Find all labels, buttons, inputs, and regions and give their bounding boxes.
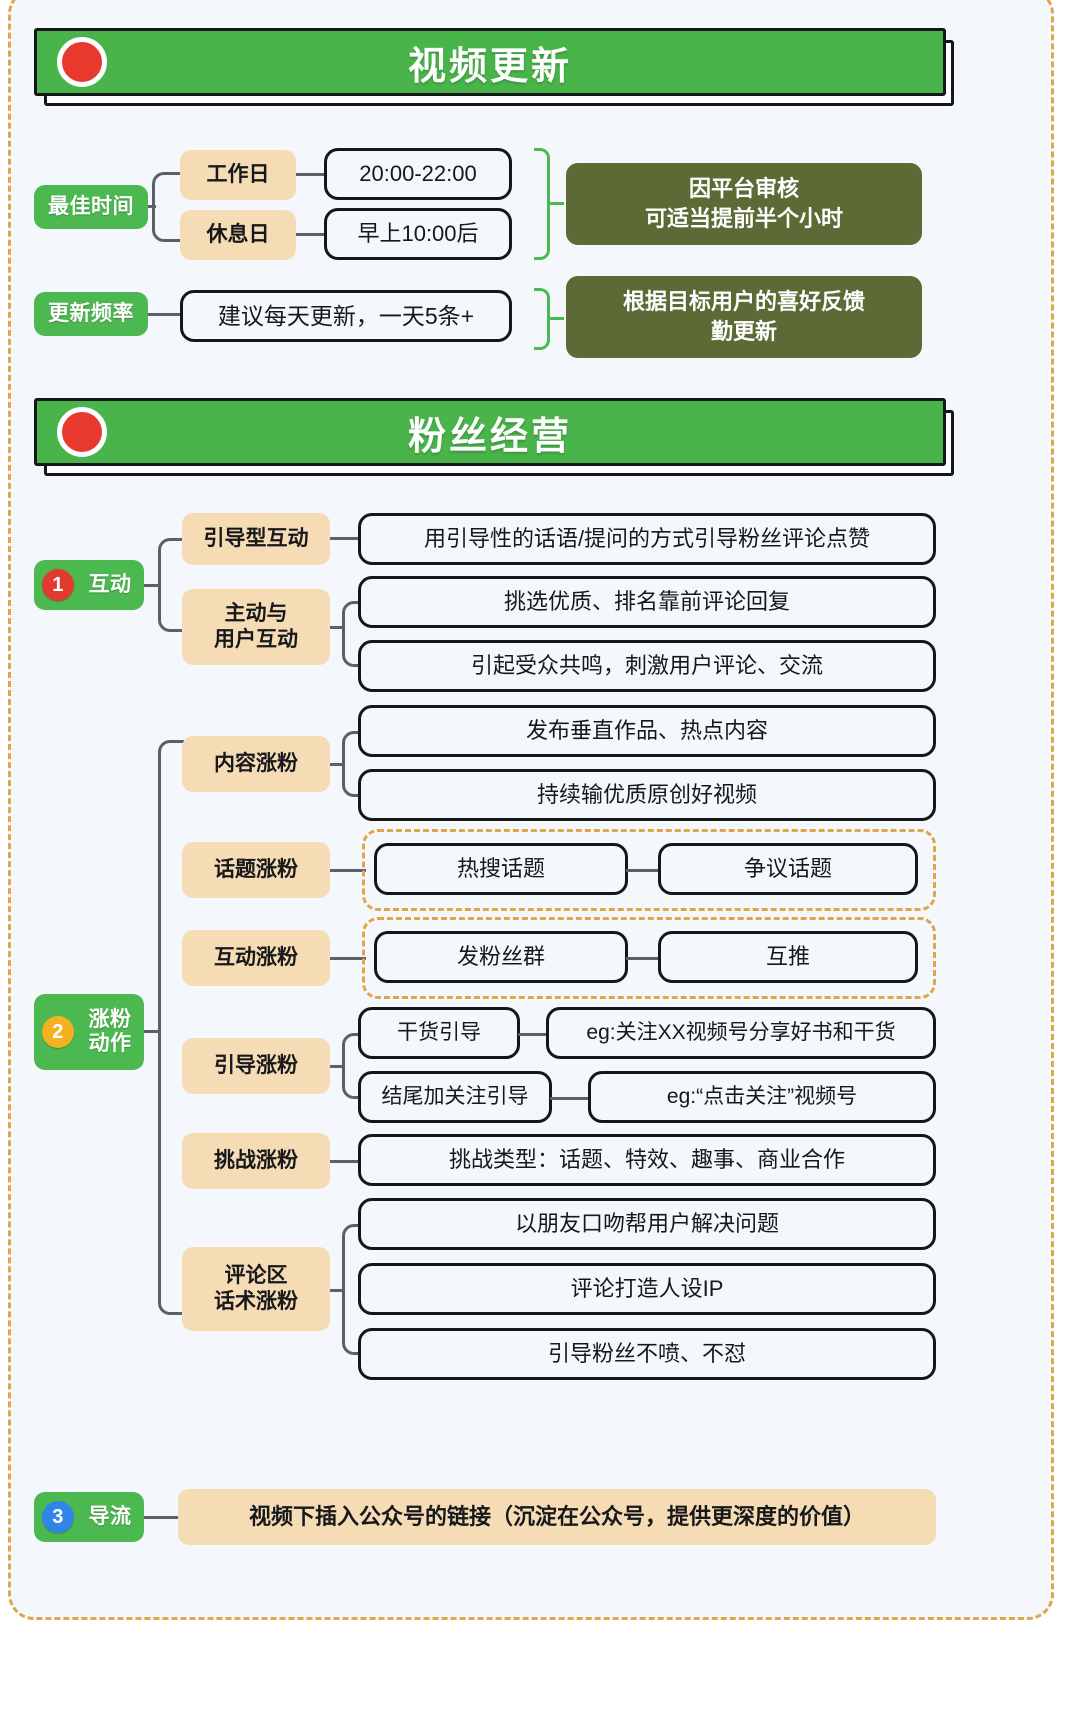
connector-best-time-branch <box>152 172 180 242</box>
green-bracket-best-time <box>534 148 550 260</box>
group-label-line: 动作 <box>88 1032 132 1055</box>
banner-body: 粉丝经营 <box>34 398 946 466</box>
section-title: 视频更新 <box>407 45 572 88</box>
green-bracket-stub <box>550 317 564 320</box>
sub-label-line: 主动与 <box>224 602 288 626</box>
connector-content-growth-branch <box>342 731 364 797</box>
card-comment-persona-ip: 评论打造人设IP <box>358 1263 936 1315</box>
sub-label-line: 话术涨粉 <box>214 1290 298 1313</box>
sub-label-line: 评论区 <box>224 1264 288 1288</box>
card-fan-group: 发粉丝群 <box>374 931 628 983</box>
group-label-fan-growth: 2 涨粉 动作 <box>34 994 144 1070</box>
card-click-follow-example: eg:“点击关注”视频号 <box>588 1071 936 1123</box>
connector-interaction-branch <box>158 538 184 632</box>
connector-comment-script-branch <box>342 1224 364 1355</box>
sub-label-guided-growth: 引导涨粉 <box>182 1038 330 1094</box>
group-label-text: 涨粉 动作 <box>80 1008 144 1057</box>
connector-card <box>330 537 358 540</box>
sub-label-content-growth: 内容涨粉 <box>182 736 330 792</box>
sub-label-restday: 休息日 <box>180 210 296 260</box>
row-label-best-time: 最佳时间 <box>34 185 148 229</box>
card-quality-original: 持续输优质原创好视频 <box>358 769 936 821</box>
card-ending-follow-guide: 结尾加关注引导 <box>358 1071 552 1123</box>
green-bracket-update-frequency <box>534 288 550 350</box>
card-controversial-topic: 争议话题 <box>658 843 918 895</box>
group-label-text: 导流 <box>88 1505 132 1529</box>
connector-fan-growth-branch <box>158 740 184 1315</box>
card-vertical-works: 发布垂直作品、热点内容 <box>358 705 936 757</box>
note-platform-review: 因平台审核 可适当提前半个小时 <box>566 163 922 245</box>
section-banner-fan-operation: 粉丝经营 <box>34 398 954 476</box>
green-bracket-stub <box>550 202 564 205</box>
connector-stub <box>144 584 160 587</box>
banner-body: 视频更新 <box>34 28 946 96</box>
connector-chain-1 <box>518 1033 548 1036</box>
connector-topic-pair <box>626 869 660 872</box>
sub-label-comment-script-growth: 评论区 话术涨粉 <box>182 1247 330 1331</box>
card-challenge-types: 挑战类型：话题、特效、趣事、商业合作 <box>358 1134 936 1186</box>
sub-label-challenge-growth: 挑战涨粉 <box>182 1133 330 1189</box>
connector-stub <box>330 763 344 766</box>
value-weekday-time: 20:00-22:00 <box>324 148 512 200</box>
connector-restday-value <box>296 233 326 236</box>
note-line: 因平台审核 <box>688 176 799 202</box>
connector-frequency-value <box>148 313 180 316</box>
card-hot-search-topic: 热搜话题 <box>374 843 628 895</box>
connector-weekday-value <box>296 173 326 176</box>
connector-guided-growth-branch <box>342 1033 364 1099</box>
sub-label-guided-interaction: 引导型互动 <box>182 513 330 565</box>
card-resonance-comments: 引起受众共鸣，刺激用户评论、交流 <box>358 640 936 692</box>
group-label-text: 互动 <box>88 573 132 597</box>
connector-active-interaction-branch <box>342 601 364 667</box>
card-guided-interaction: 用引导性的话语/提问的方式引导粉丝评论点赞 <box>358 513 936 565</box>
connector-stub <box>330 1289 344 1292</box>
connector-traffic-diversion <box>144 1516 180 1519</box>
note-line: 可适当提前半个小时 <box>644 206 843 231</box>
sub-label-weekday: 工作日 <box>180 150 296 200</box>
group-label-line: 涨粉 <box>88 1007 132 1031</box>
card-friend-tone: 以朋友口吻帮用户解决问题 <box>358 1198 936 1250</box>
sub-label-interaction-growth: 互动涨粉 <box>182 930 330 986</box>
value-restday-time: 早上10:00后 <box>324 208 512 260</box>
card-mutual-promotion: 互推 <box>658 931 918 983</box>
connector-interaction-growth <box>330 957 366 960</box>
row-label-update-frequency: 更新频率 <box>34 292 148 336</box>
red-dot-icon <box>57 37 107 87</box>
connector-challenge-growth <box>330 1160 358 1163</box>
sub-label-active-interaction: 主动与 用户互动 <box>182 589 330 665</box>
section-title: 粉丝经营 <box>407 415 572 458</box>
connector-stub <box>144 1030 160 1033</box>
group-label-traffic-diversion: 3 导流 <box>34 1492 144 1542</box>
connector-interaction-pair <box>626 957 660 960</box>
card-dry-goods-guide: 干货引导 <box>358 1007 520 1059</box>
dashed-group-topic-growth <box>362 829 936 911</box>
card-dry-goods-example: eg:关注XX视频号分享好书和干货 <box>546 1007 936 1059</box>
value-update-frequency: 建议每天更新，一天5条+ <box>180 290 512 342</box>
sub-label-line: 用户互动 <box>214 628 298 651</box>
connector-stub <box>148 205 156 208</box>
card-official-account-link: 视频下插入公众号的链接（沉淀在公众号，提供更深度的价值） <box>178 1489 936 1545</box>
sub-label-topic-growth: 话题涨粉 <box>182 842 330 898</box>
card-no-flaming: 引导粉丝不喷、不怼 <box>358 1328 936 1380</box>
group-label-interaction: 1 互动 <box>34 560 144 610</box>
red-dot-icon <box>57 407 107 457</box>
card-reply-top-comments: 挑选优质、排名靠前评论回复 <box>358 576 936 628</box>
number-badge-2: 2 <box>42 1016 74 1048</box>
connector-stub <box>330 1065 344 1068</box>
number-badge-3: 3 <box>42 1501 74 1533</box>
number-badge-1: 1 <box>42 569 74 601</box>
connector-topic-growth <box>330 869 366 872</box>
note-line: 根据目标用户的喜好反馈 <box>622 289 865 315</box>
note-line: 勤更新 <box>710 319 777 344</box>
dashed-group-interaction-growth <box>362 917 936 999</box>
connector-stub <box>330 626 344 629</box>
connector-chain-2 <box>550 1097 590 1100</box>
section-banner-video-update: 视频更新 <box>34 28 954 106</box>
note-audience-feedback: 根据目标用户的喜好反馈 勤更新 <box>566 276 922 358</box>
